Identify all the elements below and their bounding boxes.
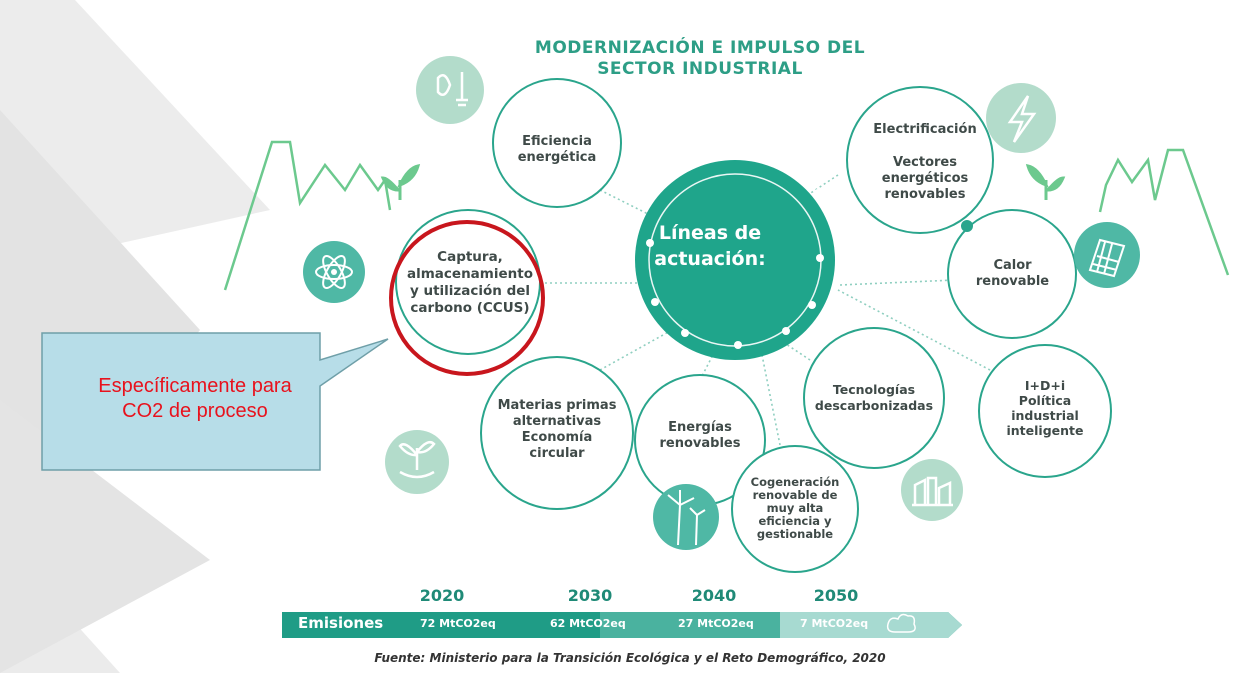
- sprout-icon: [380, 164, 421, 200]
- factory-outline-right: [1098, 148, 1230, 276]
- plug-leaf-icon: [416, 56, 484, 124]
- node-electrificacion: Electrificación: [873, 122, 977, 137]
- factory-outline-left: [223, 140, 392, 291]
- ccus-highlight-ring: [389, 220, 545, 376]
- year-2020: 2020: [419, 586, 465, 605]
- factory-icon: [901, 459, 963, 521]
- atom-icon: [303, 241, 365, 303]
- source-caption: Fuente: Ministerio para la Transición Ec…: [374, 651, 886, 665]
- emission-value-2020: 72 MtCO2eq: [420, 617, 496, 630]
- lightning-icon: [986, 83, 1056, 153]
- emission-value-2040: 27 MtCO2eq: [678, 617, 754, 630]
- solar-panel-icon: [1074, 222, 1140, 288]
- year-2040: 2040: [691, 586, 737, 605]
- plant-hand-icon: [385, 430, 449, 494]
- callout-text: Específicamente para CO2 de proceso: [98, 375, 292, 422]
- wind-turbine-icon: [653, 484, 719, 550]
- emissions-label: Emisiones: [298, 614, 384, 632]
- year-2050: 2050: [813, 586, 859, 605]
- emission-value-2050: 7 MtCO2eq: [800, 617, 869, 630]
- cloud-icon: [886, 613, 916, 633]
- year-2030: 2030: [567, 586, 613, 605]
- diagram-title: MODERNIZACIÓN E IMPULSO DEL SECTOR INDUS…: [534, 38, 866, 79]
- center-label: Líneas de actuación:: [654, 222, 766, 270]
- callout-box: [41, 332, 389, 471]
- center-circle: [635, 160, 835, 360]
- sprout-icon: [1025, 164, 1066, 200]
- emission-value-2030: 62 MtCO2eq: [550, 617, 626, 630]
